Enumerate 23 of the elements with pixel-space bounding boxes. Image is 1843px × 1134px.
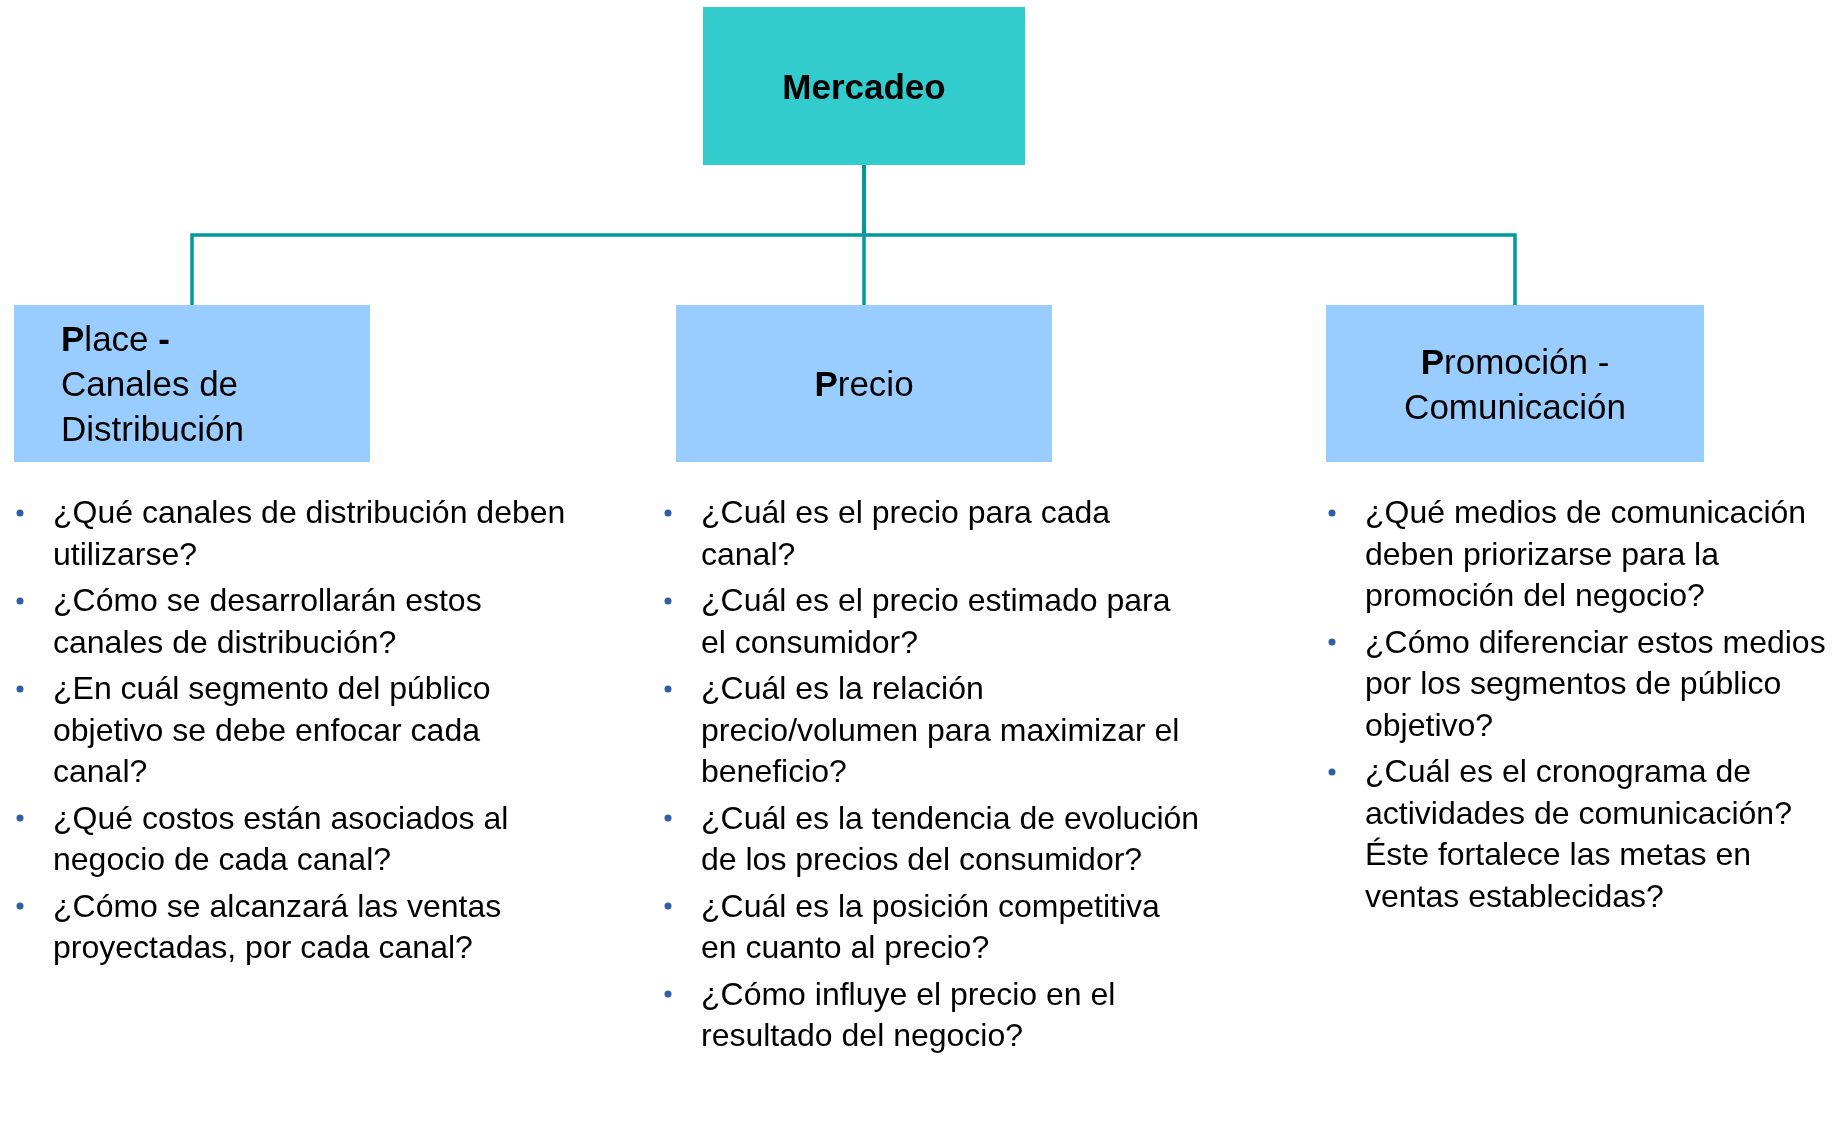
connector-line [862, 165, 1517, 305]
box-title: Place - Canales de Distribución [61, 318, 244, 450]
question-text: ¿Cuál es el precio estimado para el consumidor? [701, 581, 1172, 662]
box-title: Mercadeo [782, 65, 946, 108]
category-box [703, 7, 1025, 165]
category-box [676, 305, 1052, 462]
question-text: ¿Cuál es la relación precio/volumen para maximizar el beneficio? [701, 669, 1181, 791]
category-box [14, 305, 370, 462]
question-text: ¿Qué costos están asociados al negocio de cada canal? [53, 798, 510, 879]
question-text: ¿Cómo se desarrollarán estos canales de distribución? [53, 581, 483, 662]
box-title: Promoción - Comunicación [1403, 340, 1627, 428]
question-text: ¿En cuál segmento del público objetivo se debe enfocar cada canal? [53, 669, 492, 791]
question-text: ¿Cuál es la posición competitiva en cuanto al precio? [701, 886, 1161, 967]
category-box [1326, 305, 1704, 462]
question-text: ¿Cuál es el precio para cada canal? [701, 493, 1112, 574]
question-text: ¿Qué medios de comunicación deben priorizarse para la promoción del negocio? [1365, 493, 1808, 615]
question-text: ¿Cómo se alcanzará las ventas proyectadas, por cada canal? [53, 886, 503, 967]
box-title: Precio [814, 363, 914, 405]
question-text: ¿Cuál es la tendencia de evolución de los precios del consumidor? [701, 798, 1201, 879]
question-text: ¿Qué canales de distribución deben utilizarse? [53, 493, 567, 574]
question-text: ¿Cómo diferenciar estos medios por los segmentos de público objetivo? [1365, 622, 1827, 745]
question-text: ¿Cuál es el cronograma de actividades de comunicación? Éste fortalece las metas en ventas establecidas? [1365, 752, 1793, 916]
question-text: ¿Cómo influye el precio en el resultado del negocio? [701, 974, 1117, 1055]
